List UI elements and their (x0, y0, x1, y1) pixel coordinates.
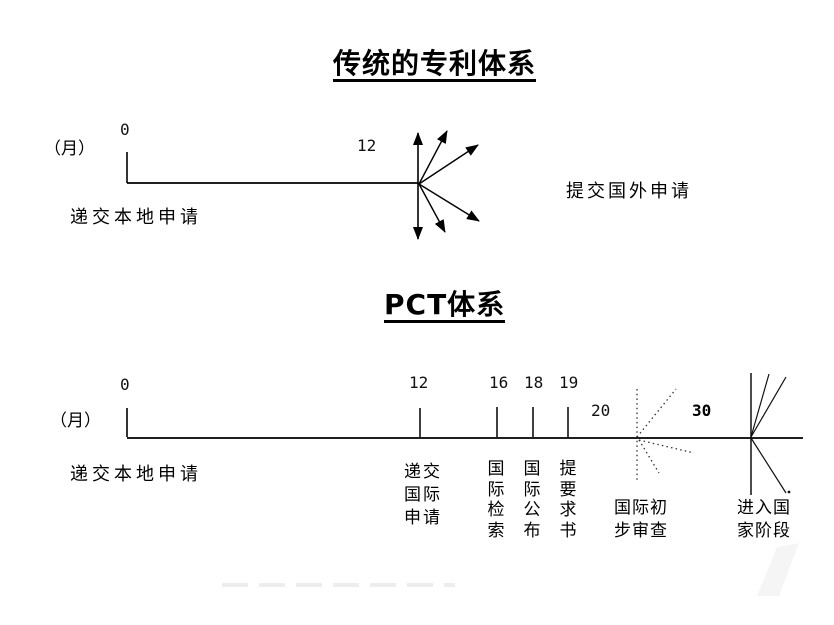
pct-tick-label-12: 12 (409, 373, 429, 392)
pct-tick-label-0: 0 (120, 375, 130, 394)
traditional-month-unit-label: （月） (44, 139, 95, 159)
pct-international-search-label: 国 际 检 索 (487, 459, 505, 541)
pct-tick-label-19: 19 (559, 373, 579, 392)
traditional-tick-label-12: 12 (357, 136, 377, 155)
pct-tick-label-16: 16 (489, 373, 509, 392)
traditional-fan-arrows (413, 130, 480, 240)
pct-timeline (126, 407, 803, 439)
pct-local-filing-label: 递交本地申请 (70, 464, 202, 485)
pct-demand-label: 提 要 求 书 (559, 459, 577, 541)
pct-tick-label-20: 20 (591, 401, 611, 420)
traditional-tick-label-0: 0 (120, 120, 130, 139)
pct-system-title: PCT体系 (384, 290, 506, 324)
pct-tick-label-18: 18 (524, 373, 544, 392)
pct-international-publication-label: 国 际 公 布 (523, 459, 541, 541)
pct-national-phase-label: 进入国 家阶段 (737, 498, 791, 541)
traditional-timeline (126, 152, 418, 184)
pct-month-unit-label: （月） (50, 411, 101, 431)
traditional-foreign-filing-label: 提交国外申请 (566, 181, 692, 202)
artifact-marks (222, 543, 799, 596)
pct-national-fan (750, 373, 791, 495)
pct-tick-label-30: 30 (692, 401, 712, 420)
pct-international-filing-label: 递交 国际 申请 (404, 462, 442, 528)
pct-preliminary-exam-label: 国际初 步审查 (614, 498, 668, 541)
traditional-system-title: 传统的专利体系 (333, 49, 537, 83)
traditional-local-filing-label: 递交本地申请 (70, 207, 202, 228)
pct-dotted-fan (636, 388, 695, 480)
